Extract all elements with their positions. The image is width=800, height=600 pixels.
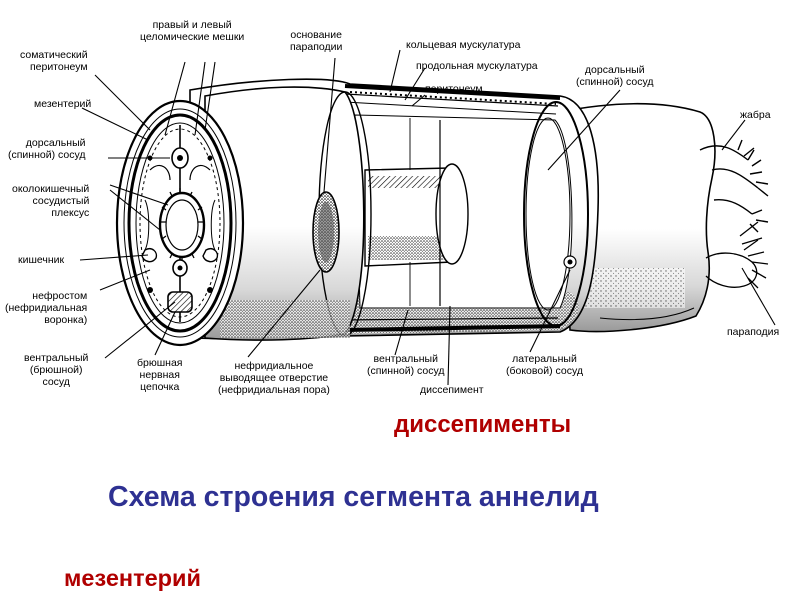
slide-title: Схема строения сегмента аннелид xyxy=(108,481,599,513)
label-longitudinal-muscle: продольная мускулатура xyxy=(416,60,538,72)
label-dorsal-vessel-right: дорсальный(спинной) сосуд xyxy=(576,64,654,88)
caption-mesentery: мезентерий xyxy=(64,565,201,591)
label-gut: кишечник xyxy=(18,254,65,266)
leader-lines xyxy=(79,49,776,386)
label-lateral-vessel: латеральный(боковой) сосуд xyxy=(506,353,583,377)
label-parapodium: параподия xyxy=(727,326,780,338)
label-mesentery: мезентерий xyxy=(34,98,92,110)
parapodium-drawing xyxy=(705,221,769,289)
label-ventral-vessel-bottom: вентральный(спинной) сосуд xyxy=(367,353,445,377)
label-ventral-vessel-left: вентральный(брюшной)сосуд xyxy=(24,352,89,388)
label-circular-muscle: кольцевая мускулатура xyxy=(406,39,521,51)
cross-section-disc xyxy=(115,99,245,347)
anterior-ring-band xyxy=(204,86,372,341)
label-gill: жабра xyxy=(740,109,771,121)
label-dissepiment: диссепимент xyxy=(420,384,484,396)
label-dorsal-vessel-left: дорсальный(спинной) сосуд xyxy=(8,137,86,161)
caption-dissepiments: диссепименты xyxy=(394,411,572,438)
gill-drawing xyxy=(699,139,769,233)
label-peritoneum: перитонеум xyxy=(425,83,483,95)
